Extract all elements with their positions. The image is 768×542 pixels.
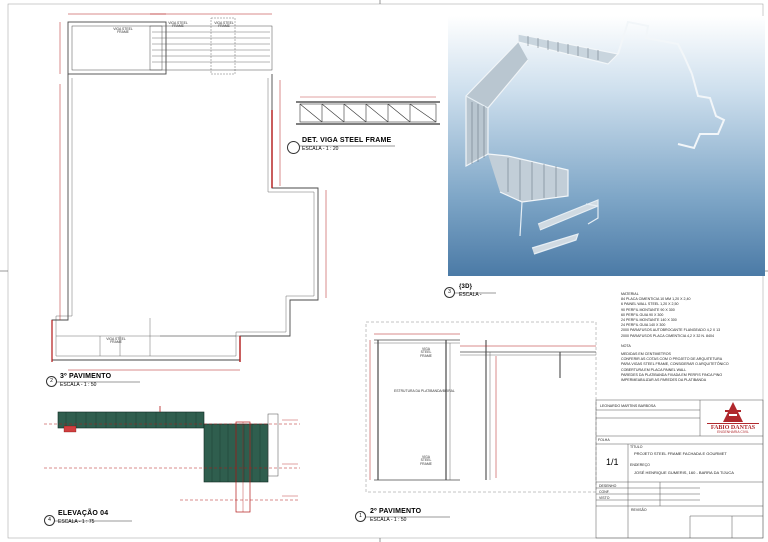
endereco-label: ENDEREÇO — [630, 463, 650, 467]
view-scale-2nd-floor: ESCALA - 1 : 50 — [370, 517, 407, 523]
nota-title: NOTA — [621, 343, 631, 348]
detail-title: DET. VIGA STEEL FRAME — [302, 137, 392, 144]
sheet-number: 1/1 — [606, 457, 619, 467]
label-viga-2: VIGA STEEL FRAME — [168, 21, 188, 29]
view-number-2: 2 — [46, 376, 57, 387]
designer-name: LEONARDO MARTINS BARBOSA — [600, 404, 656, 408]
material-item: 2000 PARAFUSOS PLACA CIMENTICIA 4,2 X 32… — [621, 333, 715, 338]
view-title-3d: {3D} — [459, 284, 473, 290]
view-scale-3d: ESCALA - — [459, 292, 482, 298]
firm-name: FABIO DANTAS — [710, 425, 756, 431]
view-scale-elevation: ESCALA - 1 : 75 — [58, 519, 95, 525]
material-item: 84 PLACA CIMENTICIA 10 MM 1,20 X 2,40 — [621, 297, 691, 302]
nota-item: PARA VIGAS STEEL FRAME, CONSIDERAR O ARQ… — [621, 362, 729, 367]
view-title-elevation: ELEVAÇÃO 04 — [58, 510, 109, 517]
material-title: MATERIAL — [621, 292, 639, 296]
label-viga-4: VIGA STEEL FRAME — [106, 337, 126, 345]
level-lines — [44, 423, 300, 501]
revisao-label: REVISÃO — [631, 508, 647, 512]
row-conf: CONF. — [599, 490, 610, 494]
3d-view-render — [448, 16, 765, 276]
view-number-3: 3 — [444, 287, 455, 298]
nota-item: COBERTURA EM PLACA PAINEL WALL — [621, 367, 687, 372]
label-viga-6: VIGA STEEL FRAME — [420, 455, 432, 466]
nota-item: MEDIDAS EM CENTIMETROS — [621, 352, 671, 357]
firm-subtitle: ENGENHARIA CIVIL — [717, 430, 749, 434]
row-visto: VISTO — [599, 496, 610, 500]
dimensions-3rd-floor — [51, 13, 327, 371]
project-title: PROJETO STEEL FRAME FACHADA E GOURMET — [634, 451, 727, 456]
titulo-label: TÍTULO — [630, 445, 643, 449]
row-desenho: DESENHO — [599, 484, 617, 488]
view-number-4: 4 — [44, 515, 55, 526]
label-viga-3: VIGA STEEL FRAME — [214, 21, 234, 29]
title-block-frame — [595, 399, 764, 539]
3d-steel-frame-model — [465, 20, 726, 255]
view-number-1: 1 — [355, 511, 366, 522]
view-title-3rd-floor: 3º PAVIMENTO — [60, 373, 112, 380]
view-scale-3rd-floor: ESCALA - 1 : 50 — [60, 382, 97, 388]
label-estrutura: ESTRUTURA DA PLATIBANDA/BEIRAL — [394, 389, 455, 393]
material-item: 24 PERFIL GUIA 140 X 300 — [621, 323, 666, 328]
detail-scale: ESCALA - 1 : 20 — [302, 146, 339, 152]
nota-item: CONFERIR AS COTAS COM O PROJETO DE ARQUI… — [621, 357, 723, 362]
nota-item: IMPERMEABILIZAR AS PAREDES DA PLATIBANDA — [621, 378, 707, 383]
view-title-2nd-floor: 2º PAVIMENTO — [370, 508, 422, 515]
material-item: 2000 PARAFUSOS AUTOBROCANTE FLANGEADO 4,… — [621, 328, 721, 333]
beam-detail — [296, 101, 440, 125]
material-notes: MATERIAL 84 PLACA CIMENTICIA 10 MM 1,20 … — [621, 292, 729, 383]
project-address: JOSÉ HENRIQUE GUMERIS, 160 - BARRA DA TI… — [634, 470, 734, 475]
label-viga-5: VIGA STEEL FRAME — [420, 347, 432, 358]
plan-2nd-floor — [365, 321, 597, 493]
material-item: 6 PAINEL WALL STEEL 1,20 X 2,50 — [621, 302, 679, 307]
elevation-04 — [57, 406, 279, 513]
plan-3rd-floor — [51, 17, 319, 361]
material-item: 24 PERFIL MONTANTE 140 X 300 — [621, 318, 677, 323]
firm-logo — [707, 402, 759, 424]
material-item: 60 PERFIL GUIA 90 X 300 — [621, 312, 664, 317]
nota-item: PAREDES DA PLATIBANDA FIXADA EM PERFIS F… — [621, 372, 723, 377]
material-item: 90 PERFIL MONTANTE 90 X 300 — [621, 307, 675, 312]
folha-label: FOLHA — [598, 438, 610, 442]
detail-marker — [287, 141, 300, 154]
label-viga-1: VIGA STEEL FRAME — [113, 27, 133, 35]
dimensions-2nd-floor — [369, 333, 596, 480]
